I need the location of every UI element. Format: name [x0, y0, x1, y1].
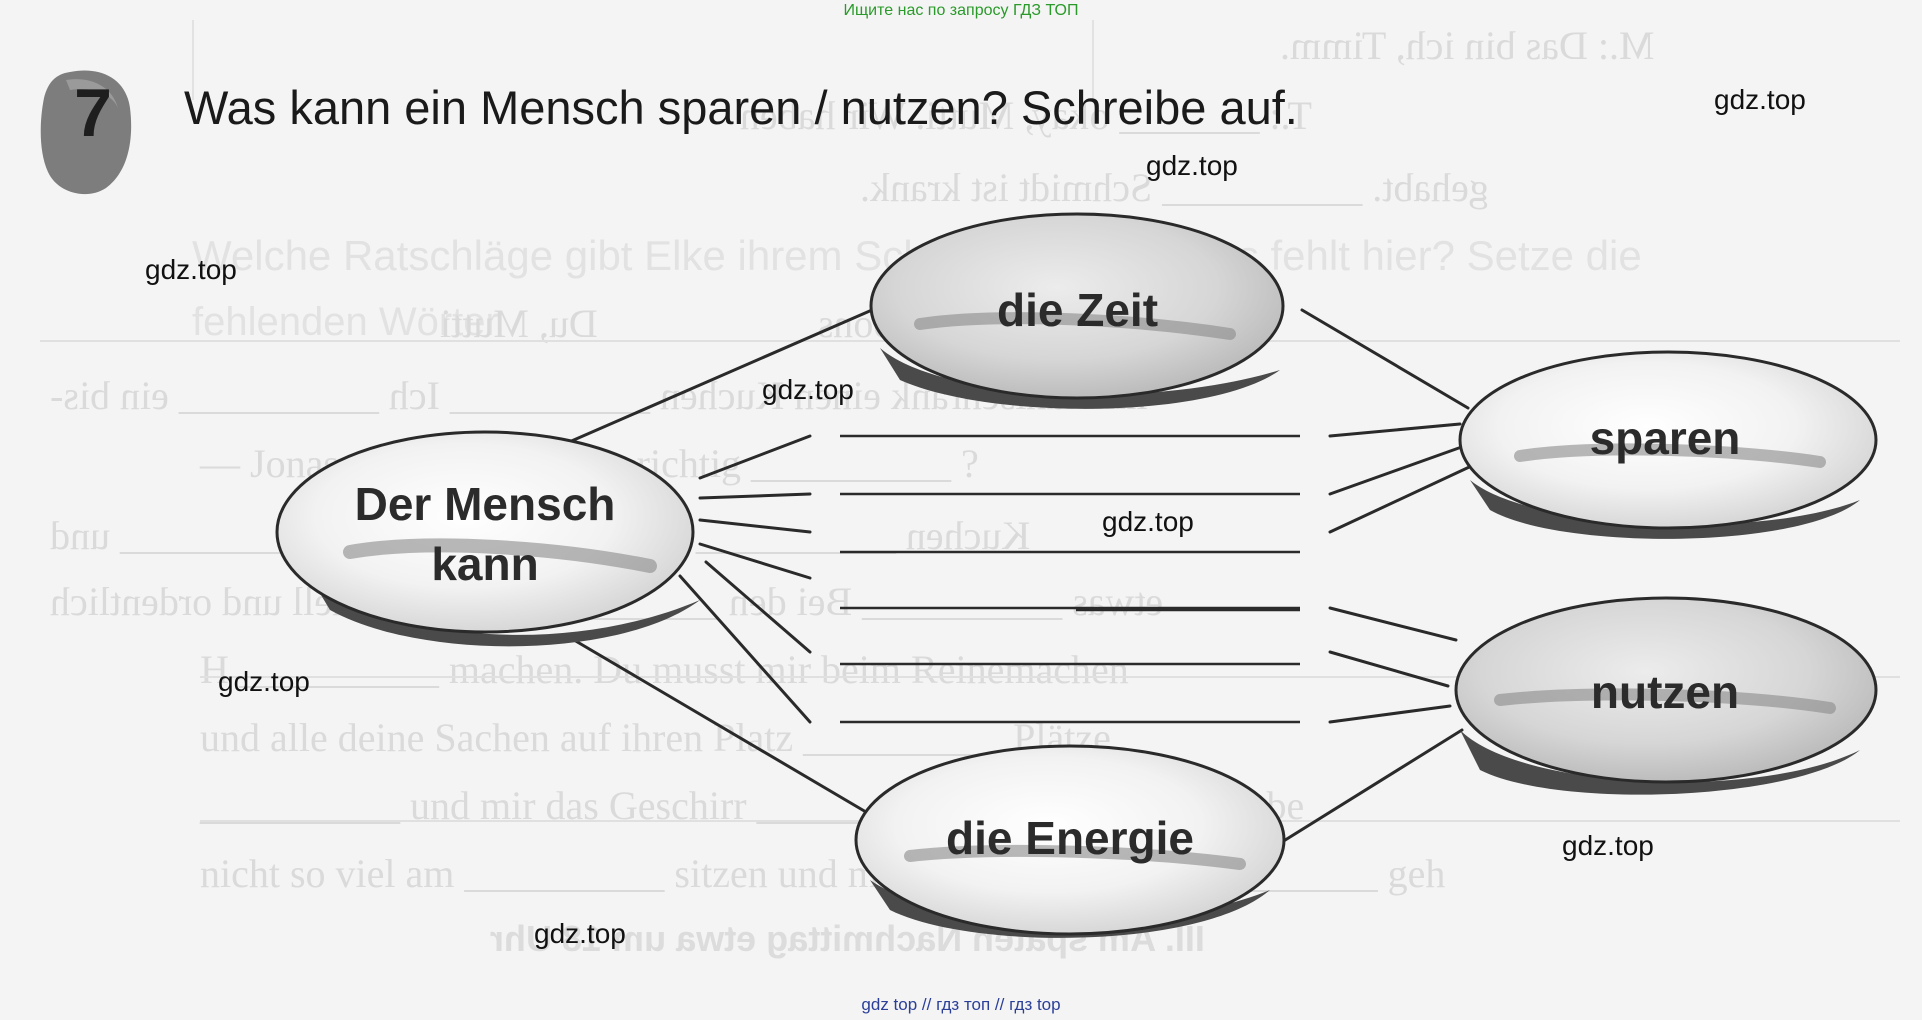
connector-lines — [558, 308, 1482, 844]
ellipse-nutzen — [1454, 596, 1878, 795]
exercise-number-badge — [40, 70, 132, 195]
bottom-banner[interactable]: gdz top // гдз топ // гдз top — [861, 995, 1061, 1014]
exercise-instruction: Was kann ein Mensch sparen / nutzen? Sch… — [184, 81, 1298, 134]
top-banner[interactable]: Ищите нас по запросу ГДЗ ТОП — [843, 2, 1079, 19]
ellipse-sparen — [1458, 350, 1878, 539]
ghost-text-line: fehlenden Wörter — [192, 300, 499, 344]
watermark: gdz.top — [534, 918, 626, 949]
node-der-mensch-line1: Der Mensch — [354, 478, 616, 530]
exercise-number: 7 — [74, 75, 112, 151]
node-nutzen: nutzen — [1590, 666, 1740, 718]
answer-blank-lines — [840, 434, 1300, 724]
node-die-zeit: die Zeit — [996, 284, 1159, 336]
watermark: gdz.top — [1562, 830, 1654, 861]
ghost-table-line — [1092, 20, 1094, 100]
watermark: gdz.top — [218, 666, 310, 697]
watermark: gdz.top — [145, 254, 237, 285]
watermark: gdz.top — [762, 374, 854, 405]
watermark: gdz.top — [1146, 150, 1238, 181]
ellipse-der-mensch — [275, 430, 700, 647]
ghost-text-line: H __________ machen. Du musst mir beim R… — [200, 647, 1129, 692]
ghost-rule — [200, 676, 1900, 678]
node-die-energie: die Energie — [946, 812, 1194, 864]
watermark: gdz.top — [1714, 84, 1806, 115]
watermark: gdz.top — [1102, 506, 1194, 537]
ghost-table-line — [192, 20, 194, 100]
ellipse-die-zeit — [869, 212, 1285, 409]
node-der-mensch-line2: kann — [431, 538, 539, 590]
node-sparen: sparen — [1589, 412, 1741, 464]
ellipse-die-energie — [854, 744, 1286, 938]
